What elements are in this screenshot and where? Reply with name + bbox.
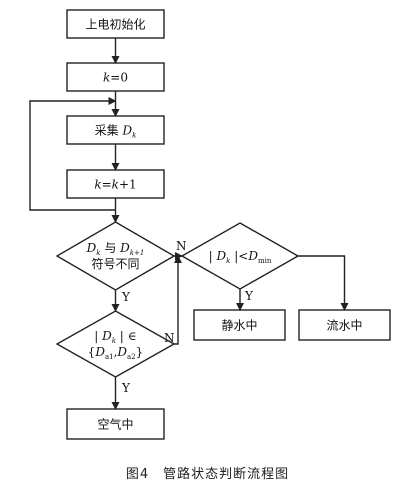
range-check-line2: {Da1,Da2} <box>88 345 144 361</box>
figure-caption: 图4 管路状态判断流程图 <box>125 467 290 482</box>
flowchart-diagram: 上电初始化 k=0 采集 Dk k=k+1 Dk 与 Dk+1 符号不同 | D… <box>29 9 391 440</box>
node-k-zero: k=0 <box>66 62 165 92</box>
decision-sign-compare: Dk 与 Dk+1 符号不同 <box>55 221 176 291</box>
flowing-water-label: 流水中 <box>326 318 362 333</box>
sign-compare-line1: Dk 与 Dk+1 <box>86 241 145 257</box>
node-collect-dk: 采集 Dk <box>66 115 165 145</box>
sign-compare-line2: 符号不同 <box>91 256 139 271</box>
node-flowing-water: 流水中 <box>298 309 391 341</box>
k-zero-label: k=0 <box>103 71 128 85</box>
decision-min-check: | Dk |<Dmin <box>180 222 300 290</box>
decision-range-check: | Dk |∈ {Da1,Da2} <box>55 310 176 378</box>
label-range-yes: Y <box>121 381 131 395</box>
range-check-line1: | Dk |∈ <box>94 329 136 345</box>
node-k-increment: k=k+1 <box>66 169 165 199</box>
edge-range-no <box>174 255 182 345</box>
collect-dk-label: 采集 Dk <box>95 123 137 140</box>
node-static-water: 静水中 <box>193 309 286 341</box>
static-water-label: 静水中 <box>221 318 257 333</box>
node-power-on-init: 上电初始化 <box>66 9 165 39</box>
power-on-init-label: 上电初始化 <box>85 18 145 32</box>
label-sign-yes: Y <box>121 290 131 304</box>
min-check-label: | Dk |<Dmin <box>209 249 272 265</box>
k-increment-label: k=k+1 <box>94 178 136 192</box>
label-min-yes: Y <box>244 289 254 303</box>
label-sign-no: N <box>176 239 187 253</box>
edge-loop-back <box>29 97 117 211</box>
label-range-no: N <box>164 331 175 345</box>
edge-min-no <box>298 255 349 311</box>
node-in-air: 空气中 <box>66 408 165 440</box>
in-air-label: 空气中 <box>97 417 133 432</box>
